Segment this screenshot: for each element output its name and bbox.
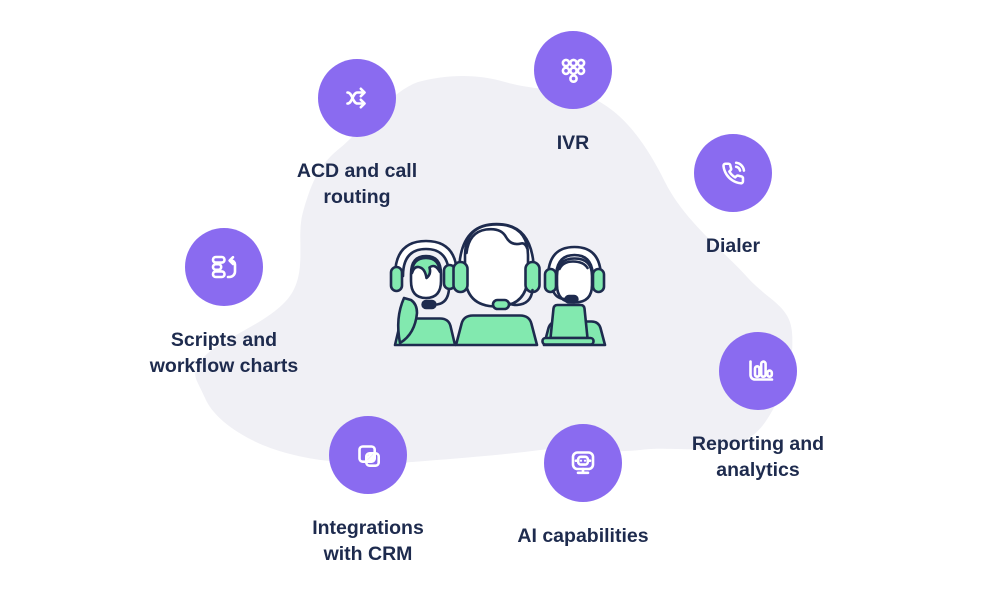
- scripts-icon-circle: [185, 228, 263, 306]
- agent-left: [389, 239, 459, 347]
- feature-integrations: Integrations with CRM: [248, 416, 488, 567]
- ear-cup: [452, 260, 469, 294]
- agent-body: [454, 314, 539, 347]
- feature-label-reporting: Reporting and analytics: [691, 433, 825, 481]
- hair-fringe: [410, 256, 442, 280]
- mic-boom: [435, 287, 451, 306]
- feature-scripts: Scripts and workflow charts: [104, 228, 344, 379]
- feature-label-acd: ACD and call routing: [296, 160, 418, 208]
- feature-label-scripts: Scripts and workflow charts: [149, 329, 299, 377]
- feature-label-integrations: Integrations with CRM: [312, 517, 424, 565]
- workflow-icon: [211, 255, 237, 279]
- agent-center: [452, 222, 541, 347]
- feature-label-ai: AI capabilities: [517, 525, 649, 547]
- shuffle-icon: [346, 87, 366, 109]
- mic: [421, 299, 437, 310]
- ear-cup: [389, 265, 404, 293]
- ivr-icon-circle: [534, 31, 612, 109]
- keypad-icon: [561, 58, 586, 83]
- feature-ai: AI capabilities: [463, 424, 703, 549]
- mic-boom: [508, 288, 534, 307]
- laptop-screen: [549, 303, 589, 340]
- ear-cup: [524, 260, 541, 294]
- call-center-agents-illustration: [389, 222, 607, 347]
- integrations-icon-circle: [329, 416, 407, 494]
- mic: [491, 298, 511, 311]
- ear-cup: [591, 267, 606, 294]
- hair-line: [465, 227, 529, 255]
- ai-icon-circle: [544, 424, 622, 502]
- phone-icon: [722, 161, 746, 185]
- bar-chart-icon: [749, 360, 774, 381]
- feature-ivr: IVR: [453, 31, 693, 156]
- robot-icon: [571, 451, 595, 475]
- mic: [564, 294, 579, 304]
- feature-label-dialer: Dialer: [705, 235, 761, 257]
- feature-label-ivr: IVR: [556, 132, 590, 154]
- agent-head: [463, 223, 530, 308]
- acd-icon-circle: [318, 59, 396, 137]
- hair-lock: [396, 296, 419, 345]
- feature-dialer: Dialer: [613, 134, 853, 259]
- overlap-squares-icon: [358, 445, 380, 467]
- reporting-icon-circle: [719, 332, 797, 410]
- ear-cup: [543, 267, 558, 294]
- feature-reporting: Reporting and analytics: [638, 332, 878, 483]
- agent-right: [541, 245, 607, 347]
- dialer-icon-circle: [694, 134, 772, 212]
- laptop-base: [541, 336, 595, 346]
- feature-acd-routing: ACD and call routing: [237, 59, 477, 210]
- hair-line: [558, 260, 589, 271]
